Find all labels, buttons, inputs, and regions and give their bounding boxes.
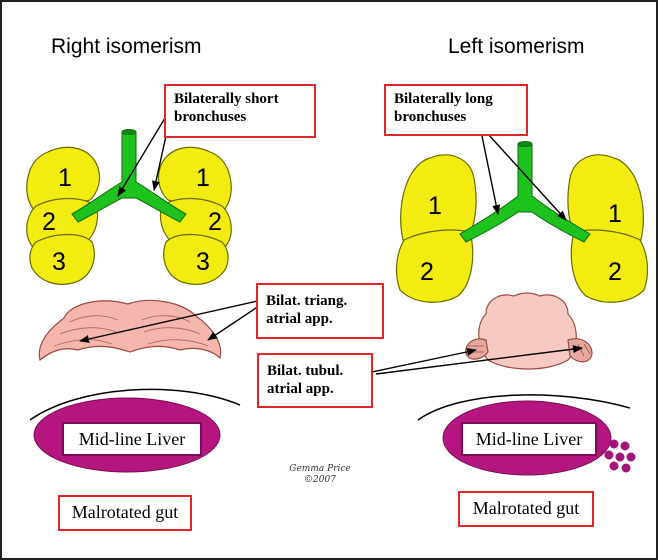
label-liver-right: Mid-line Liver [461, 422, 597, 456]
label-line: Bilat. tubul. [267, 362, 363, 380]
label-line: bronchuses [174, 108, 306, 126]
lobe-number: 2 [42, 208, 56, 236]
label-line: bronchuses [394, 108, 518, 126]
label-gut-right: Malrotated gut [458, 491, 594, 527]
lobe-number: 2 [608, 258, 622, 286]
label-long-bronchus: Bilaterally long bronchuses [384, 84, 528, 136]
signature-year: ©2007 [285, 475, 355, 486]
atrium-tubular-appendages [466, 293, 592, 369]
label-line: atrial app. [267, 380, 363, 398]
label-short-bronchus: Bilaterally short bronchuses [164, 84, 316, 138]
label-line: atrial app. [266, 310, 374, 328]
label-line: Bilat. triang. [266, 292, 374, 310]
label-tubular-appendages: Bilat. tubul. atrial app. [257, 353, 373, 408]
lobe-number: 1 [428, 192, 442, 220]
lobe-number: 3 [52, 248, 66, 276]
left-isomerism-lungs: 1 2 1 2 [397, 142, 648, 303]
label-liver-left: Mid-line Liver [62, 422, 202, 456]
lobe-number: 2 [420, 258, 434, 286]
label-gut-left: Malrotated gut [58, 495, 192, 531]
lobe-number: 1 [196, 164, 210, 192]
lobe-number: 1 [58, 164, 72, 192]
lobe-number: 1 [608, 200, 622, 228]
author-signature: Gemma Price ©2007 [285, 464, 355, 486]
signature-name: Gemma Price [285, 464, 355, 475]
arrow-tubul-appendage-left [372, 350, 476, 372]
arrow-triang-appendage-right [208, 304, 262, 340]
lung-left-bilobed [397, 155, 477, 302]
label-line: Bilaterally long [394, 90, 518, 108]
label-line: Bilaterally short [174, 90, 306, 108]
lobe-number: 3 [196, 248, 210, 276]
label-triangular-appendages: Bilat. triang. atrial app. [256, 283, 384, 339]
lobe-number: 2 [208, 208, 222, 236]
right-isomerism-lungs: 1 2 3 1 2 3 [27, 130, 232, 285]
arrow-long-bronchus-left [482, 136, 498, 214]
